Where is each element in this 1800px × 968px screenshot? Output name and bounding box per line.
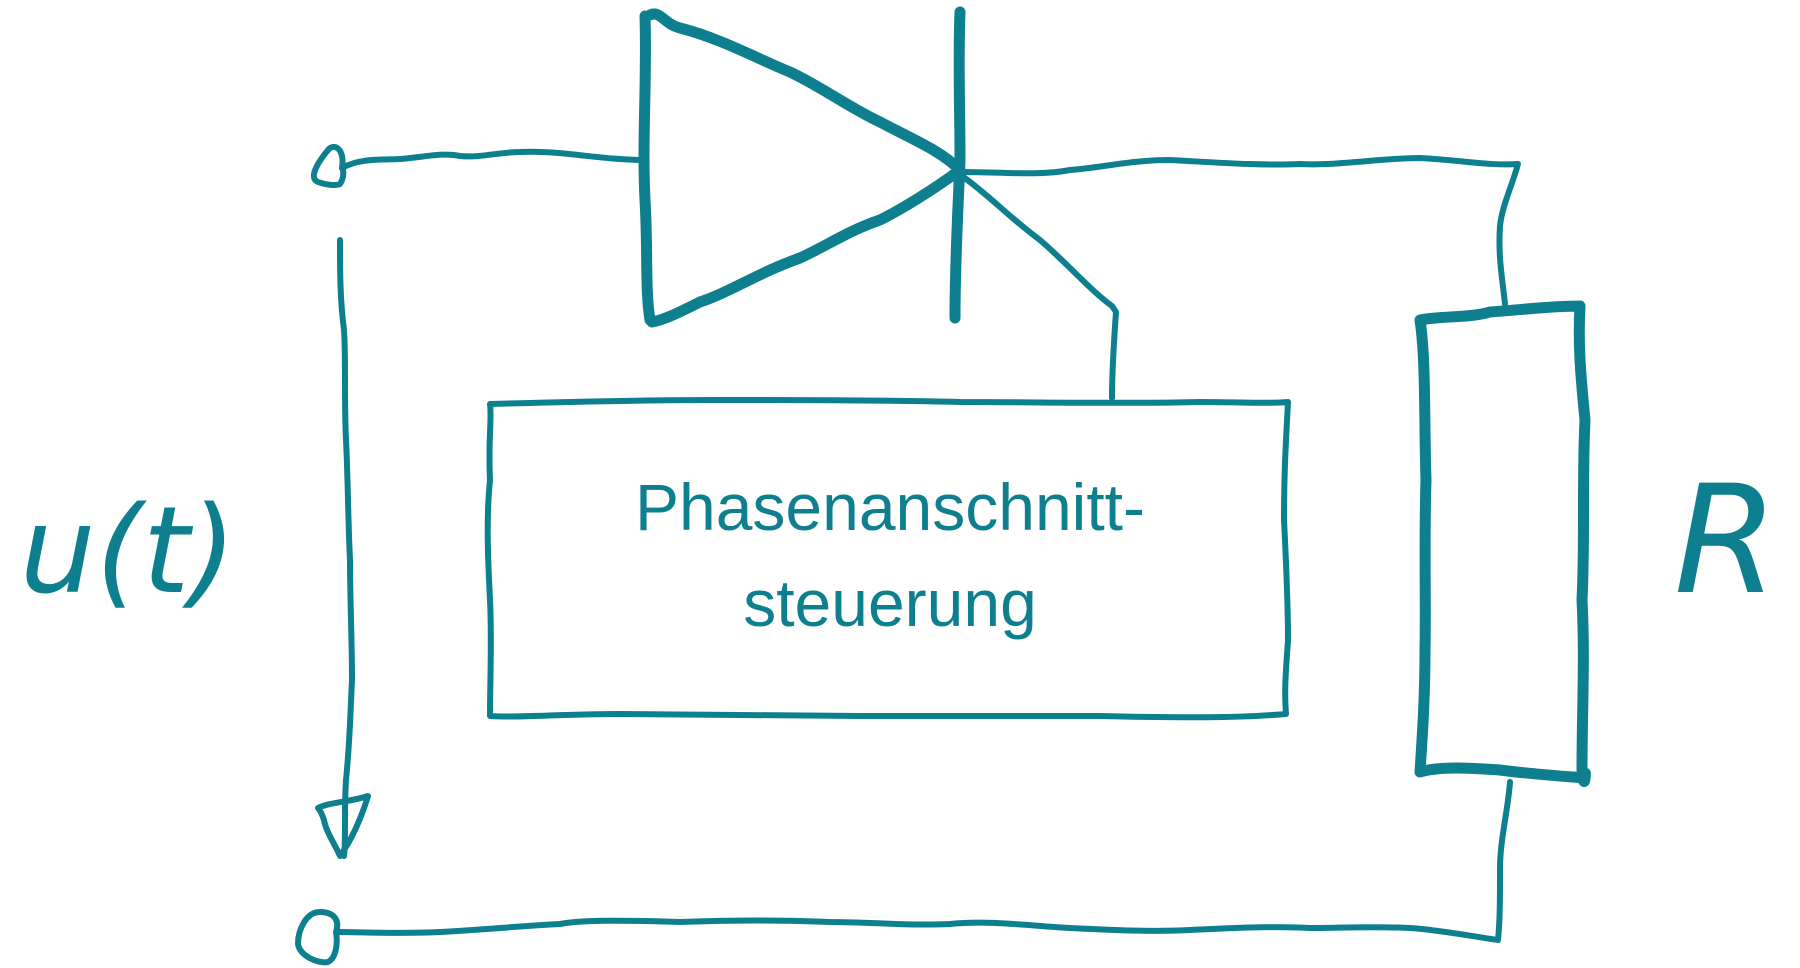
input-terminal-top <box>310 143 347 189</box>
thyristor-triangle <box>644 8 966 328</box>
wire-cathode-to-resistor <box>957 155 1521 307</box>
wire-input-to-anode <box>339 148 648 171</box>
thyristor-anode-bar <box>638 10 656 326</box>
control-block-label-line2: steuerung <box>743 566 1037 640</box>
wire-resistor-to-bottom <box>335 779 1513 943</box>
resistor-label: R <box>1674 454 1778 628</box>
voltage-arrow-head <box>315 793 371 859</box>
input-terminal-bottom <box>295 909 341 966</box>
control-block-label-line1: Phasenanschnitt- <box>635 470 1145 544</box>
thyristor-gate-lead <box>959 173 1119 401</box>
voltage-label: u(t) <box>20 482 237 621</box>
resistor-body <box>1414 300 1591 788</box>
voltage-arrow-shaft <box>337 237 355 859</box>
thyristor-cathode-bar <box>949 6 966 324</box>
phase-control-block <box>484 397 1291 721</box>
